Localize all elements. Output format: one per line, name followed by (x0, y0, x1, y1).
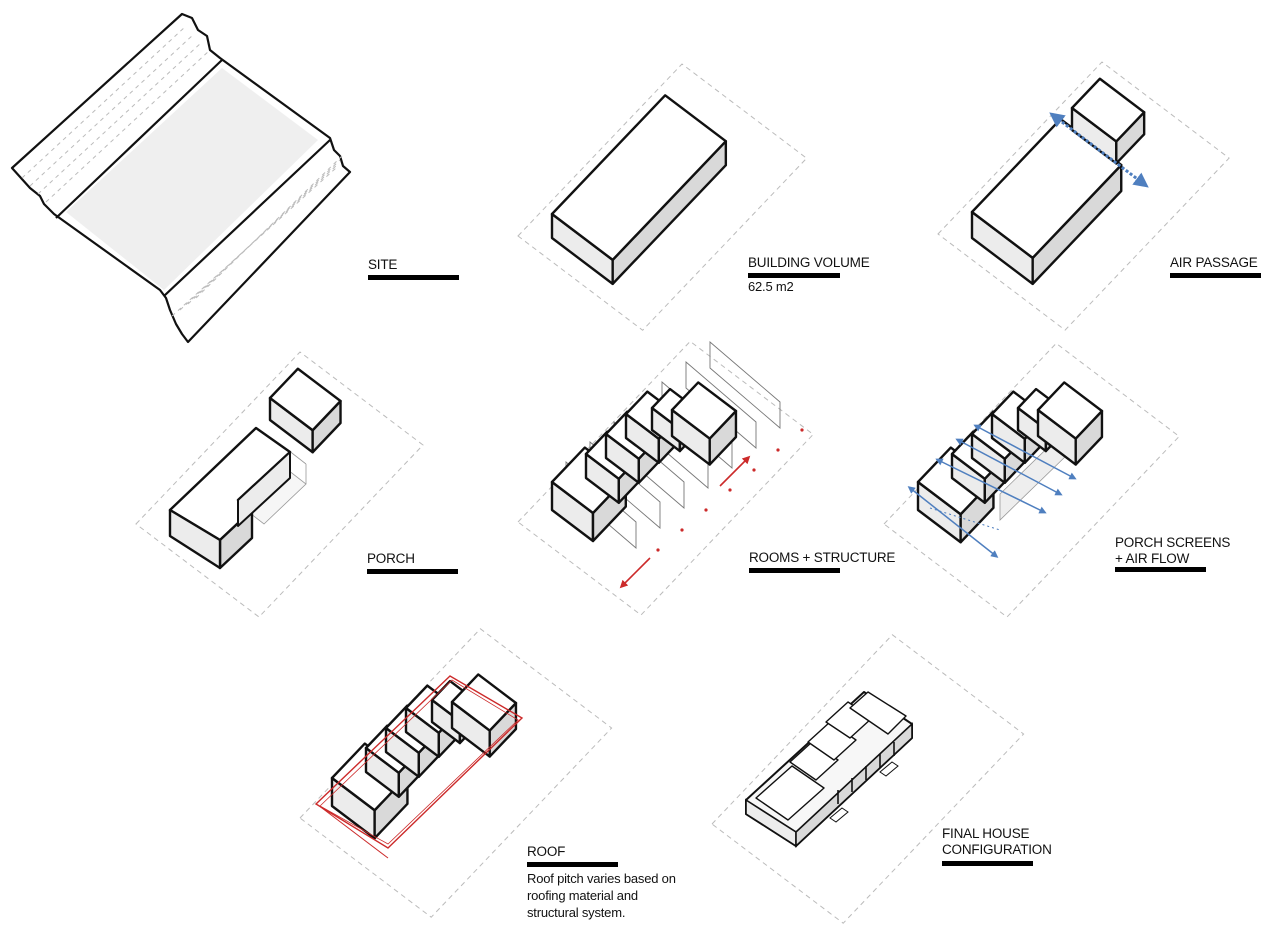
porch-screens-title-bar (1115, 567, 1206, 572)
roof-note-line2: roofing material and (527, 888, 638, 903)
air-passage-arrow (1049, 112, 1149, 188)
final-entry-step-2 (879, 761, 899, 777)
structure-point-4 (752, 468, 756, 472)
structure-point-0 (656, 548, 660, 552)
porch-screens-title-line2: + AIR FLOW (1115, 551, 1190, 566)
rooms-structure-title-bar (749, 568, 840, 573)
structure-point-6 (800, 428, 804, 432)
porch-small-box-top-face (268, 367, 342, 432)
air-passage-title: AIR PASSAGE (1170, 255, 1258, 270)
site-drawing (10, 12, 352, 344)
roof-title-bar (527, 862, 618, 867)
label-roof: ROOF Roof pitch varies based on roofing … (527, 844, 676, 921)
site-contour-right-3 (195, 155, 343, 299)
air-flow-arrow-3 (973, 424, 1077, 480)
porch-drawing (135, 351, 424, 618)
final-room-1 (789, 741, 839, 781)
roof-eave-line (317, 804, 389, 859)
final-room-2 (807, 721, 857, 761)
roof-note-line3: structural system. (527, 905, 626, 920)
label-porch: PORCH (367, 551, 458, 574)
air-passage-drawing (937, 61, 1230, 331)
site-contour-left-3 (45, 49, 211, 203)
porch-pad (135, 351, 424, 618)
site-buildable-area (66, 68, 318, 290)
structure-point-5 (776, 448, 780, 452)
structure-frame-6 (709, 341, 781, 429)
structure-arrow-lower (619, 557, 651, 589)
site-contour-right-0 (171, 167, 337, 317)
final-wall-front (795, 722, 913, 848)
rooms-structure-title: ROOMS + STRUCTURE (749, 550, 896, 565)
label-air-passage: AIR PASSAGE (1170, 255, 1261, 278)
rooms-pad (517, 340, 814, 616)
structure-point-3 (728, 488, 732, 492)
label-site: SITE (368, 257, 459, 280)
site-contour-left-0 (21, 25, 187, 179)
structure-point-2 (704, 508, 708, 512)
label-porch-screens: PORCH SCREENS + AIR FLOW (1115, 535, 1230, 572)
roof-note-line1: Roof pitch varies based on (527, 871, 676, 886)
structure-point-1 (680, 528, 684, 532)
final-title-bar (942, 861, 1033, 866)
site-title-bar (368, 275, 459, 280)
roof-outline-inner (319, 679, 519, 845)
final-house-drawing (711, 634, 1025, 924)
final-title-line1: FINAL HOUSE (942, 826, 1030, 841)
porch-title: PORCH (367, 551, 415, 566)
room-box-6-top-face (670, 381, 738, 440)
site-title: SITE (368, 257, 398, 272)
label-final-house: FINAL HOUSE CONFIGURATION (942, 826, 1052, 866)
porch-title-bar (367, 569, 458, 574)
final-title-line2: CONFIGURATION (942, 842, 1052, 857)
site-contour-right-2 (187, 159, 341, 305)
label-rooms-structure: ROOMS + STRUCTURE (749, 550, 895, 573)
air-flow-arrow-0 (907, 486, 999, 558)
final-pad (711, 634, 1025, 924)
structure-arrow-upper (719, 455, 751, 487)
air-passage-pad (937, 61, 1230, 331)
roof-outline-outer (314, 675, 524, 849)
roof-drawing (299, 628, 613, 918)
label-building-volume: BUILDING VOLUME 62.5 m2 (748, 255, 870, 295)
building-volume-drawing (517, 63, 808, 331)
site-contour-left-2 (37, 41, 203, 195)
building-volume-title: BUILDING VOLUME (748, 255, 870, 270)
final-room-4 (849, 691, 907, 735)
roof-title: ROOF (527, 844, 566, 859)
screens-pad (883, 342, 1180, 618)
porch-screens-drawing (883, 342, 1180, 618)
site-boundary-line-2 (163, 139, 331, 297)
rooms-structure-drawing (517, 340, 814, 616)
porch-l-inner (237, 451, 291, 527)
building-volume-box-top-face (550, 94, 728, 262)
site-contour-left-1 (29, 33, 195, 187)
building-volume-area: 62.5 m2 (748, 279, 794, 294)
building-volume-title-bar (748, 273, 840, 278)
porch-screens-title-line1: PORCH SCREENS (1115, 535, 1231, 550)
air-passage-title-bar (1170, 273, 1261, 278)
roof-room-6-top-face (450, 673, 518, 732)
porch-l-side (168, 508, 222, 570)
final-entry-step (829, 807, 849, 823)
site-boundary-line-1 (55, 59, 223, 219)
final-room-0 (755, 765, 825, 821)
